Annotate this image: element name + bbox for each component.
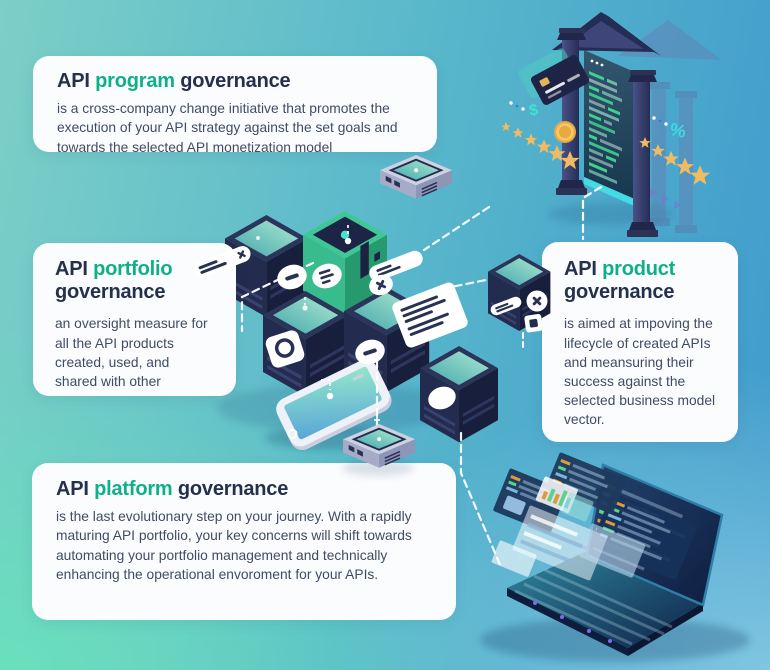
card-title: API product governance — [564, 258, 676, 304]
card-api-product-governance: API product governance is aimed at impov… — [542, 242, 738, 442]
card-title: API platform governance — [56, 478, 289, 500]
card-api-portfolio-governance: API portfolio governance an oversight me… — [33, 243, 236, 396]
title-highlight: platform — [94, 478, 173, 500]
card-body: is a cross-company change initiative tha… — [57, 101, 398, 155]
card-api-platform-governance: API platform governance is the last evol… — [32, 463, 456, 620]
card-title: API program governance — [57, 70, 291, 92]
card-body: an oversight measure for all the API pro… — [55, 316, 208, 389]
title-highlight: portfolio — [93, 258, 173, 280]
card-body: is the last evolutionary step on your jo… — [56, 509, 412, 582]
card-title: API portfolio governance — [55, 258, 173, 304]
title-highlight: product — [602, 258, 676, 280]
card-body: is aimed at impoving the lifecycle of cr… — [564, 316, 716, 428]
card-api-program-governance: API program governance is a cross-compan… — [33, 56, 437, 155]
title-highlight: program — [95, 70, 175, 92]
